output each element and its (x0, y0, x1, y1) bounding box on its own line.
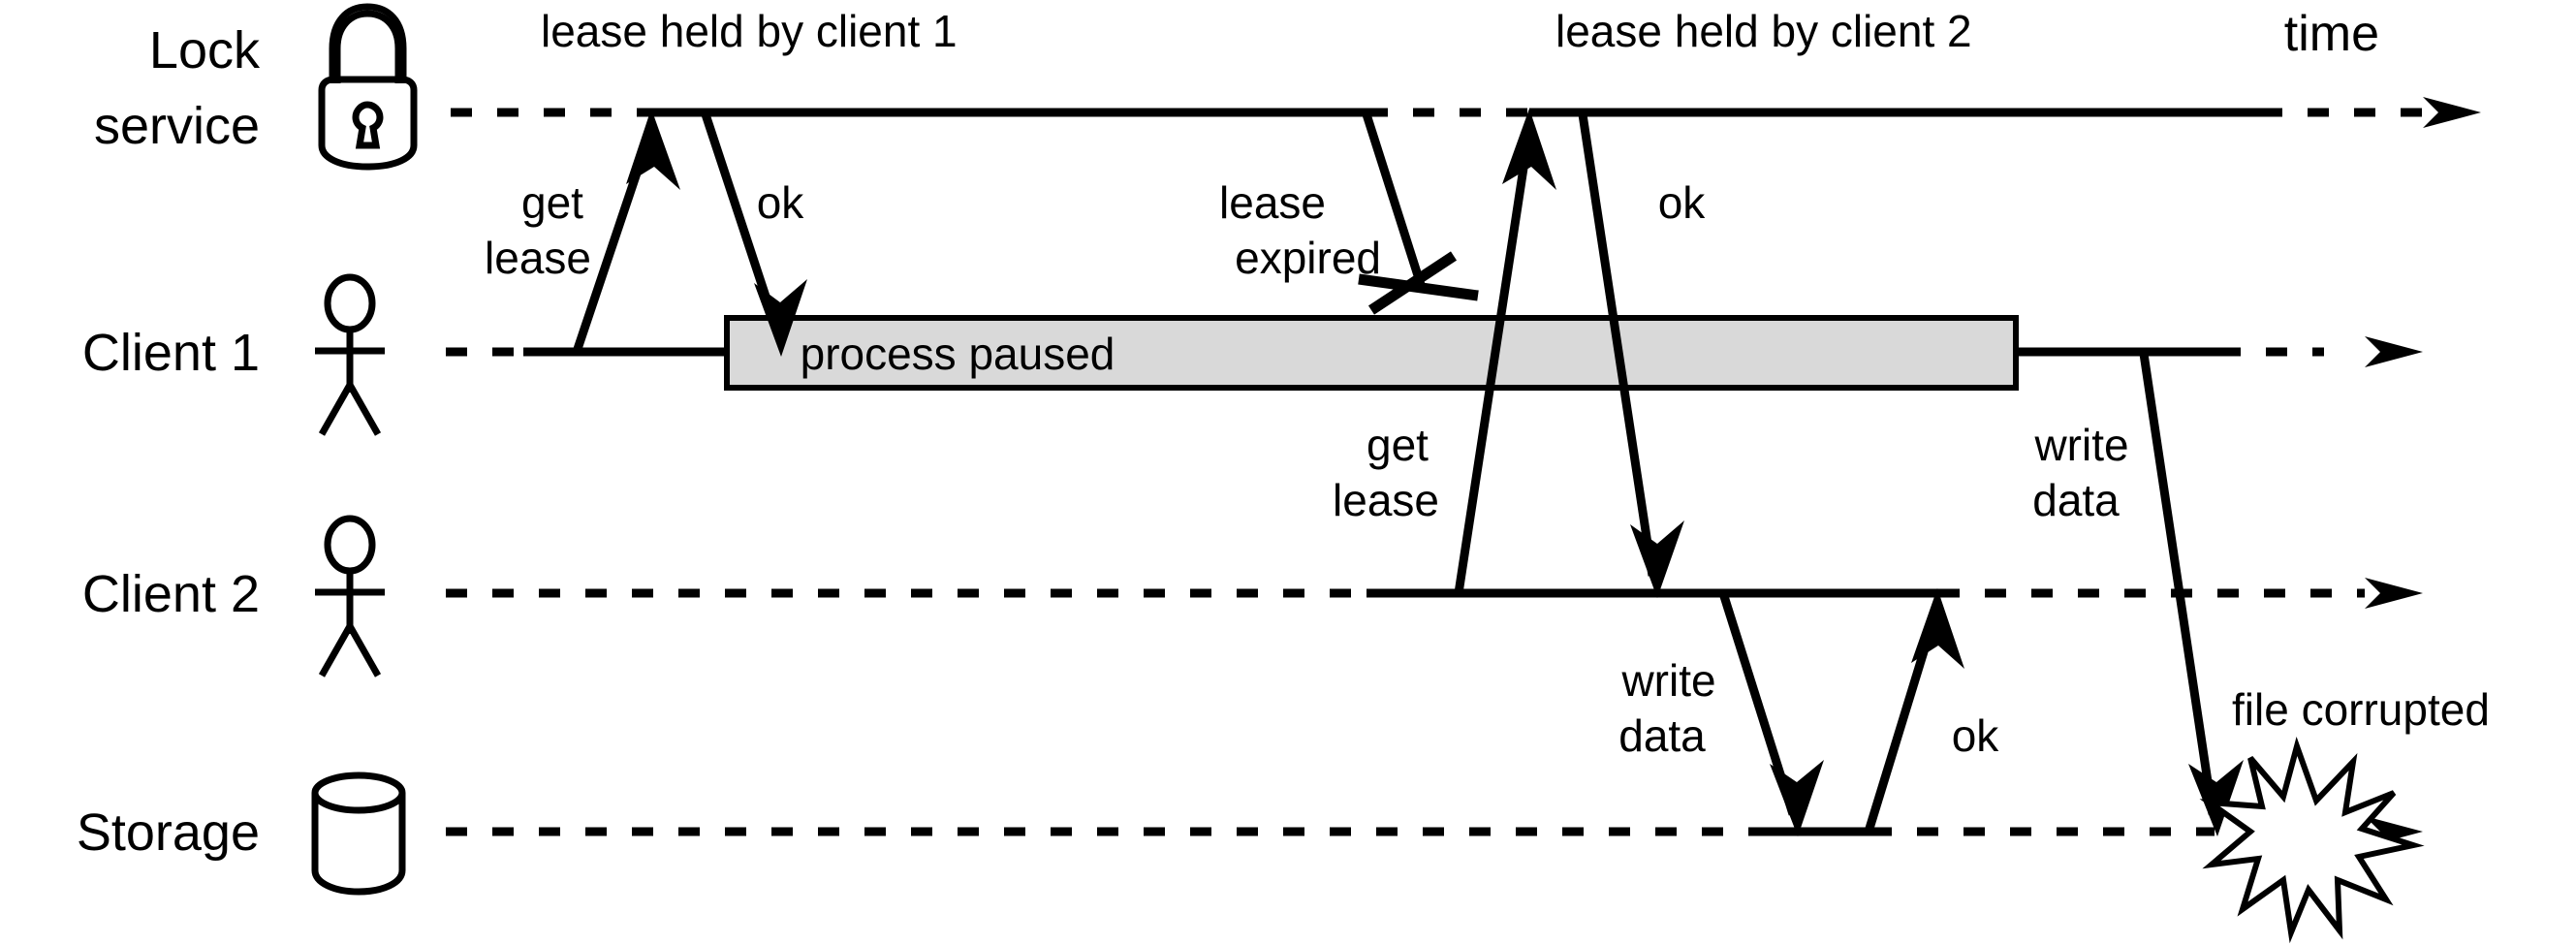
event-label-file-corrupted: file corrupted (2232, 684, 2490, 735)
stick-figure-icon-client-2 (315, 515, 385, 677)
message-arrow-get-lease-2 (1454, 109, 1556, 594)
message-label-lease-expired-line2: expired (1235, 233, 1381, 283)
message-arrow-ok-1 (701, 112, 807, 357)
lane-label-lock-service-line2: service (94, 97, 260, 155)
state-box-process-paused (724, 315, 2019, 391)
message-label-write-data-1-line2: data (2032, 475, 2120, 525)
lane-label-storage: Storage (77, 803, 260, 862)
message-label-ok-3: ok (1952, 710, 2000, 761)
lane-label-lock-service-line1: Lock (149, 21, 261, 79)
padlock-icon (318, 3, 418, 171)
annotation-time-axis: time (2284, 6, 2379, 62)
explosion-star-icon (2199, 736, 2425, 944)
arrowhead-time-client-2 (2365, 578, 2423, 609)
arrowhead-write-data-1 (2188, 760, 2244, 836)
arrowhead-ok-3 (1911, 588, 1964, 669)
x-cross-icon (1358, 251, 1479, 315)
message-label-ok-2: ok (1658, 177, 1707, 228)
message-arrow-ok-2 (1578, 113, 1684, 598)
message-label-lease-expired-line1: lease (1219, 177, 1326, 228)
message-arrow-write-data-1 (2139, 353, 2244, 836)
annotation-lease-held-by-client-2: lease held by client 2 (1555, 6, 1972, 56)
message-arrow-get-lease-1 (572, 109, 680, 354)
stick-figure-icon-client-1 (315, 273, 385, 436)
message-label-write-data-2-line1: write (1620, 655, 1715, 706)
database-cylinder-icon (311, 772, 406, 896)
message-arrow-ok-3 (1864, 588, 1964, 834)
arrowhead-get-lease-2 (1502, 109, 1556, 190)
arrowhead-get-lease-1 (626, 109, 680, 190)
message-label-get-lease-1-line1: get (521, 177, 583, 228)
message-label-write-data-2-line2: data (1618, 710, 1706, 761)
message-label-write-data-1-line1: write (2033, 420, 2128, 470)
message-label-get-lease-2-line2: lease (1333, 475, 1439, 525)
lane-label-client-2: Client 2 (82, 565, 260, 623)
message-arrow-lease-expired (1362, 112, 1428, 293)
lifeline-client-1 (446, 336, 2423, 367)
lifeline-lock-service (451, 97, 2481, 128)
arrowhead-ok-2 (1630, 520, 1684, 598)
arrowhead-write-data-2 (1770, 760, 1824, 836)
message-label-get-lease-1-line2: lease (485, 233, 591, 283)
state-label-process-paused: process paused (801, 329, 1115, 379)
lane-label-client-1: Client 1 (82, 324, 260, 382)
lifeline-storage (446, 816, 2423, 847)
message-label-ok-1: ok (757, 177, 805, 228)
annotation-lease-held-by-client-1: lease held by client 1 (541, 6, 958, 56)
arrowhead-ok-1 (754, 279, 807, 357)
message-label-get-lease-2-line1: get (1367, 420, 1429, 470)
arrowhead-time-lock-service (2423, 97, 2481, 128)
message-arrow-write-data-2 (1718, 591, 1824, 836)
arrowhead-time-client-1 (2365, 336, 2423, 367)
lifeline-client-2 (446, 578, 2423, 609)
